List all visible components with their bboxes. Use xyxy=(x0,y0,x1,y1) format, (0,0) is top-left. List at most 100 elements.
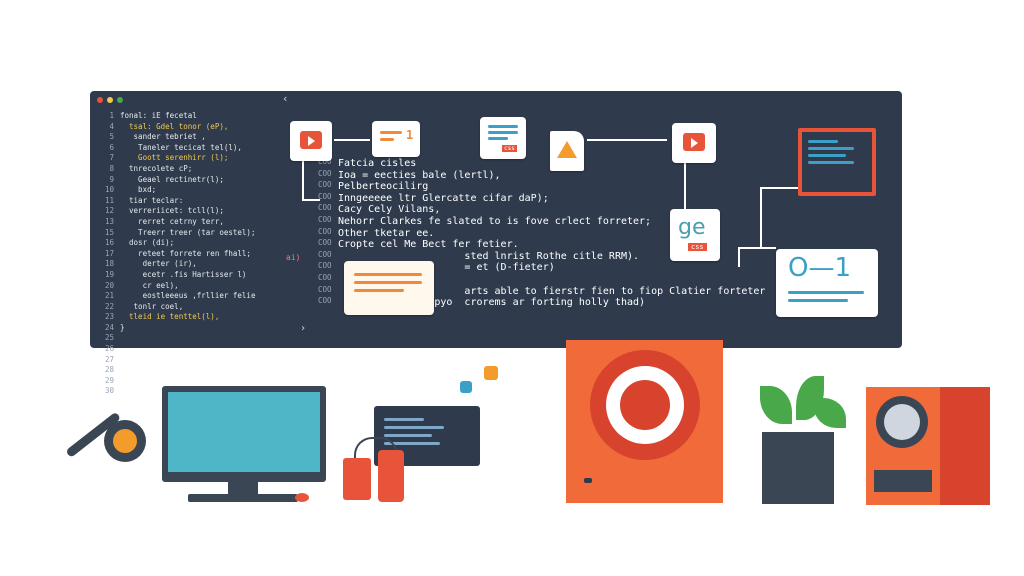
device-icon-2 xyxy=(378,450,404,502)
line-number: 15 xyxy=(104,227,114,237)
washer-drum xyxy=(620,380,670,430)
code-line: Other tketar ee. xyxy=(338,227,435,239)
code-line: reteet forrete ren fhall; xyxy=(120,248,251,258)
vent-icon xyxy=(874,470,932,492)
dashboard-card[interactable] xyxy=(798,128,876,196)
code-line: dosr (di); xyxy=(120,238,175,248)
maximize-window-button[interactable] xyxy=(117,97,123,103)
line-number: 24 xyxy=(104,322,114,332)
line-number: 18 xyxy=(104,259,114,269)
formula-label: O—1 xyxy=(788,253,852,283)
line-number: 1 xyxy=(109,111,114,120)
code-line: eostleeeus ,frllier felie xyxy=(120,291,256,301)
line-number: 7 xyxy=(109,153,114,163)
code-line: tleid ie tenttel(l), xyxy=(120,312,220,322)
code-line: fonal: iE fecetal xyxy=(120,111,197,120)
warning-icon xyxy=(557,141,577,158)
appliance-side xyxy=(940,387,990,505)
line-number: 21 xyxy=(104,291,114,301)
magnifier-lens xyxy=(113,429,137,453)
line-number: 5 xyxy=(109,132,114,142)
line-number: COO xyxy=(318,226,332,236)
ge-label: ge xyxy=(678,215,706,240)
css-badge: css xyxy=(502,145,517,152)
keyboard-icon xyxy=(240,496,290,501)
code-line: Cropte cel Me Bect fer fetier. xyxy=(338,239,519,251)
code-line: arts able to fierstr fien to fiop Clatie… xyxy=(338,285,766,297)
message-card[interactable]: 1 xyxy=(372,121,420,157)
code-line: Nehorr Clarkes fe slated to is fove crle… xyxy=(338,215,652,227)
line-number: COO xyxy=(318,203,332,213)
minimize-window-button[interactable] xyxy=(107,97,113,103)
line-number: 17 xyxy=(104,248,114,258)
code-line: } xyxy=(120,322,125,332)
line-number: 19 xyxy=(104,269,114,279)
line-number: COO xyxy=(318,157,332,166)
formula-card[interactable]: O—1 xyxy=(776,249,878,317)
line-number: COO xyxy=(318,191,332,201)
code-line: cr eel), xyxy=(120,280,179,290)
line-number: 13 xyxy=(104,216,114,226)
warning-file-card[interactable] xyxy=(550,131,584,171)
dial-face xyxy=(884,404,920,440)
code-line: Taneler tecicat tel(l), xyxy=(120,142,242,152)
line-number: 11 xyxy=(104,195,114,205)
window-titlebar: ‹ xyxy=(90,91,902,109)
orange-note-card[interactable] xyxy=(344,261,434,315)
device-icon xyxy=(343,458,371,500)
blue-square-icon xyxy=(460,381,472,393)
line-number: 8 xyxy=(109,163,114,173)
code-line: = et (D-fieter) xyxy=(338,262,555,274)
code-line: Goott serenhirr (l); xyxy=(120,153,229,163)
line-number: COO xyxy=(318,284,332,294)
document-card[interactable]: css xyxy=(480,117,526,159)
line-number: 30 xyxy=(104,386,114,396)
line-number: 4 xyxy=(109,121,114,131)
code-line: Treerr treer (tar oestel); xyxy=(120,227,256,237)
code-fragment: ai) xyxy=(286,253,301,262)
line-number: 6 xyxy=(109,142,114,152)
plant-pot-icon xyxy=(762,432,834,504)
line-number: COO xyxy=(318,214,332,224)
caret-icon: › xyxy=(300,323,307,334)
code-line: tiar teclar: xyxy=(120,195,184,205)
line-number: 20 xyxy=(104,280,114,290)
line-number: COO xyxy=(318,180,332,190)
code-line: Fatcia cisles xyxy=(338,158,417,169)
code-line: Ioa = eecties bale (lertl), xyxy=(338,169,501,181)
video-card-2[interactable] xyxy=(672,123,716,163)
code-line: tnrecolete cP; xyxy=(120,163,193,173)
line-number: 23 xyxy=(104,312,114,322)
code-line: tonlr coel, xyxy=(120,301,184,311)
line-number: 22 xyxy=(104,301,114,311)
video-card[interactable] xyxy=(290,121,332,161)
line-number: 9 xyxy=(109,174,114,184)
ge-card[interactable]: ge css xyxy=(670,209,720,261)
line-number: 25 xyxy=(104,333,114,343)
line-number: 10 xyxy=(104,185,114,195)
line-number: COO xyxy=(318,249,332,259)
mouse-icon xyxy=(295,493,309,502)
desktop-monitor xyxy=(162,386,326,482)
washer-button xyxy=(584,478,592,483)
line-number: 16 xyxy=(104,238,114,248)
leaf-icon xyxy=(814,398,846,428)
line-number: 28 xyxy=(104,365,114,375)
code-line: sander tebriet , xyxy=(120,132,206,142)
leaf-icon xyxy=(760,386,792,424)
code-line: ecetr .fis Hartisser l) xyxy=(120,269,247,279)
close-window-button[interactable] xyxy=(97,97,103,103)
code-line: Pelberteocilirg xyxy=(338,181,429,193)
code-line: bxd; xyxy=(120,185,157,195)
line-number: 29 xyxy=(104,375,114,385)
chevron-left-icon[interactable]: ‹ xyxy=(282,92,289,105)
line-number: COO xyxy=(318,261,332,271)
css-badge-2: css xyxy=(688,243,707,251)
line-number: 12 xyxy=(104,206,114,216)
video-play-icon xyxy=(300,131,322,149)
line-number: COO xyxy=(318,296,332,306)
